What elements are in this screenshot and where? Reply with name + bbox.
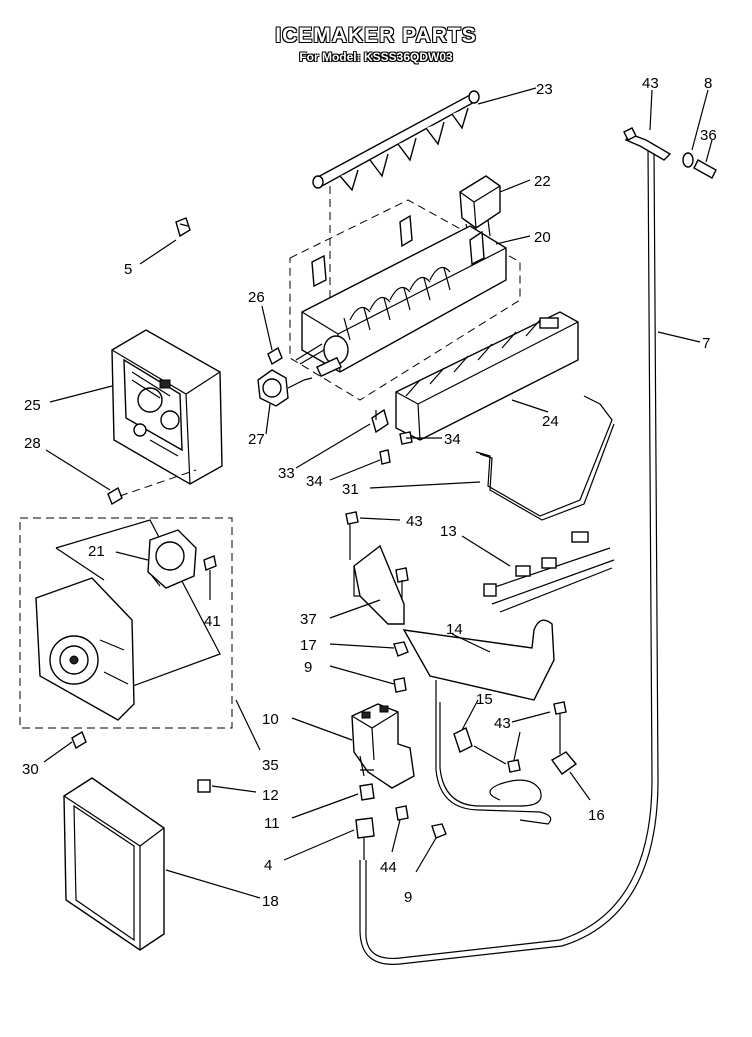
callout-18: 18 <box>262 893 279 910</box>
part-18-cover <box>63 777 165 951</box>
fill-tube-heater <box>435 700 552 825</box>
callout-9-lower: 9 <box>404 889 412 906</box>
part-10-valve <box>351 703 415 789</box>
callout-17: 17 <box>300 637 317 654</box>
callout-15: 15 <box>476 691 493 708</box>
part-41-screw <box>203 555 217 571</box>
callout-44: 44 <box>380 859 397 876</box>
callout-41: 41 <box>204 613 221 630</box>
callout-22: 22 <box>534 173 551 190</box>
part-31-shutoff-arm <box>475 395 615 521</box>
part-28-screw <box>107 469 197 506</box>
callout-5: 5 <box>124 261 132 278</box>
callout-27: 27 <box>248 431 265 448</box>
part-14-shield <box>402 619 555 701</box>
part-24-mold-body <box>395 311 579 441</box>
part-13-harness <box>483 531 615 613</box>
callout-26: 26 <box>248 289 265 306</box>
callout-16: 16 <box>588 807 605 824</box>
callout-7: 7 <box>702 335 710 352</box>
model-subtitle: For Model: KSSS36QDW03 <box>299 50 453 64</box>
callout-labels: 43 8 36 23 22 20 5 26 7 25 28 27 33 34 3… <box>22 75 717 910</box>
callout-24: 24 <box>542 413 559 430</box>
callout-35: 35 <box>262 757 279 774</box>
part-11-fitting <box>359 783 375 801</box>
callout-20: 20 <box>534 229 551 246</box>
part-26-screw <box>267 346 283 366</box>
callout-14: 14 <box>446 621 463 638</box>
callout-25: 25 <box>24 397 41 414</box>
part-23-ejector <box>312 90 480 192</box>
part-17-nut <box>393 641 409 657</box>
callout-43-tube: 43 <box>642 75 659 92</box>
page-title: ICEMAKER PARTS <box>275 24 477 47</box>
part-4-fitting <box>355 817 375 860</box>
part-25-housing <box>111 329 223 485</box>
callout-9-upper: 9 <box>304 659 312 676</box>
part-34-screws <box>379 431 413 465</box>
callout-23: 23 <box>536 81 553 98</box>
part-44-nut <box>395 805 409 821</box>
callout-34-upper: 34 <box>444 431 461 448</box>
part-20-mold-assembly <box>289 186 521 401</box>
callout-37: 37 <box>300 611 317 628</box>
callout-34-lower: 34 <box>306 473 323 490</box>
part-37-bracket <box>345 511 409 625</box>
control-cover-plate <box>35 577 135 721</box>
callout-10: 10 <box>262 711 279 728</box>
callout-21: 21 <box>88 543 105 560</box>
callout-31: 31 <box>342 481 359 498</box>
part-15-clamp <box>453 727 521 773</box>
callout-36: 36 <box>700 127 717 144</box>
callout-4: 4 <box>264 857 272 874</box>
callout-12: 12 <box>262 787 279 804</box>
part-7-water-tube <box>359 127 717 965</box>
callout-28: 28 <box>24 435 41 452</box>
part-9b-screw <box>431 823 447 839</box>
part-9-nut <box>393 677 407 693</box>
callout-43-clamp: 43 <box>494 715 511 732</box>
part-33-bracket <box>371 408 389 434</box>
part-5-clip <box>175 217 191 238</box>
part-21-motor <box>147 529 197 589</box>
callout-33: 33 <box>278 465 295 482</box>
callout-30: 30 <box>22 761 39 778</box>
part-16-clamp <box>550 701 578 775</box>
callout-43-bracket: 43 <box>406 513 423 530</box>
callout-8: 8 <box>704 75 712 92</box>
callout-11: 11 <box>264 815 280 832</box>
leader-lines <box>43 87 713 899</box>
kit-35-dashed-box <box>19 517 233 729</box>
part-30-screw <box>71 730 87 750</box>
part-27-motor-plug <box>257 343 343 407</box>
callout-13: 13 <box>440 523 457 540</box>
part-12-plug <box>197 779 211 793</box>
